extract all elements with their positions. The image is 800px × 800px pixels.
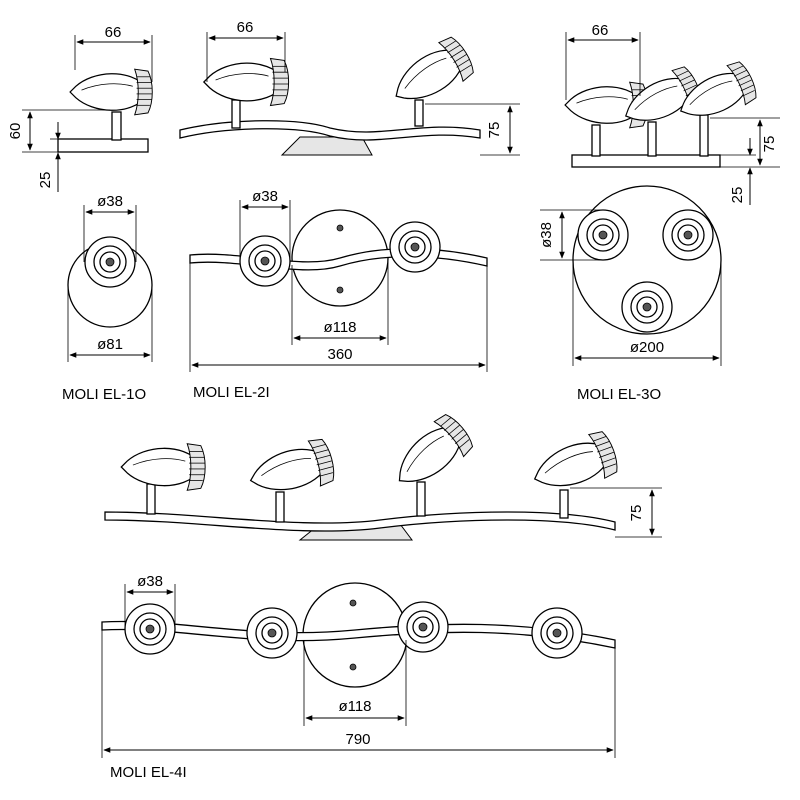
el1o-width-label: 66 bbox=[105, 24, 122, 41]
el1o-lamp-diameter-label: ø38 bbox=[97, 193, 123, 210]
el4i-top-view: ø38 ø118 790 bbox=[101, 573, 616, 758]
el1o-base-diameter-label: ø81 bbox=[97, 336, 123, 353]
el3o-caption: MOLI EL-3O bbox=[577, 386, 661, 403]
el2i-side-view: 66 75 bbox=[179, 19, 520, 156]
el2i-top-view: ø38 ø118 360 bbox=[189, 188, 488, 372]
el4i-plate-diameter-label: ø118 bbox=[338, 698, 371, 715]
el4i-length-label: 790 bbox=[345, 731, 370, 748]
el2i-lamp-diameter-label: ø38 bbox=[252, 188, 278, 205]
el4i-lamp-diameter-label: ø38 bbox=[137, 573, 163, 590]
el2i-plate-diameter-label: ø118 bbox=[323, 319, 356, 336]
el3o-base-height-label: 25 bbox=[729, 187, 746, 204]
el3o-top-view: ø38 ø200 bbox=[538, 185, 722, 366]
el4i-side-view: 75 bbox=[104, 409, 662, 541]
el4i-height-label: 75 bbox=[628, 505, 645, 522]
el3o-height-label: 75 bbox=[761, 136, 778, 153]
el2i-length-label: 360 bbox=[327, 346, 352, 363]
el2i-width-label: 66 bbox=[237, 19, 254, 36]
el1o-top-view: ø38 ø81 bbox=[67, 193, 153, 362]
el3o-lamp-diameter-label: ø38 bbox=[538, 222, 555, 248]
el2i-height-label: 75 bbox=[486, 122, 503, 139]
el2i-caption: MOLI EL-2I bbox=[193, 384, 270, 401]
el1o-height-label: 60 bbox=[7, 123, 24, 140]
el1o-caption: MOLI EL-1O bbox=[62, 386, 146, 403]
el1o-side-view: 66 60 25 bbox=[7, 24, 153, 192]
el1o-base-height-label: 25 bbox=[37, 172, 54, 189]
el3o-side-view: 66 75 25 bbox=[564, 22, 780, 205]
el3o-width-label: 66 bbox=[592, 22, 609, 39]
el3o-plate-diameter-label: ø200 bbox=[630, 339, 664, 356]
el4i-caption: MOLI EL-4I bbox=[110, 764, 187, 781]
